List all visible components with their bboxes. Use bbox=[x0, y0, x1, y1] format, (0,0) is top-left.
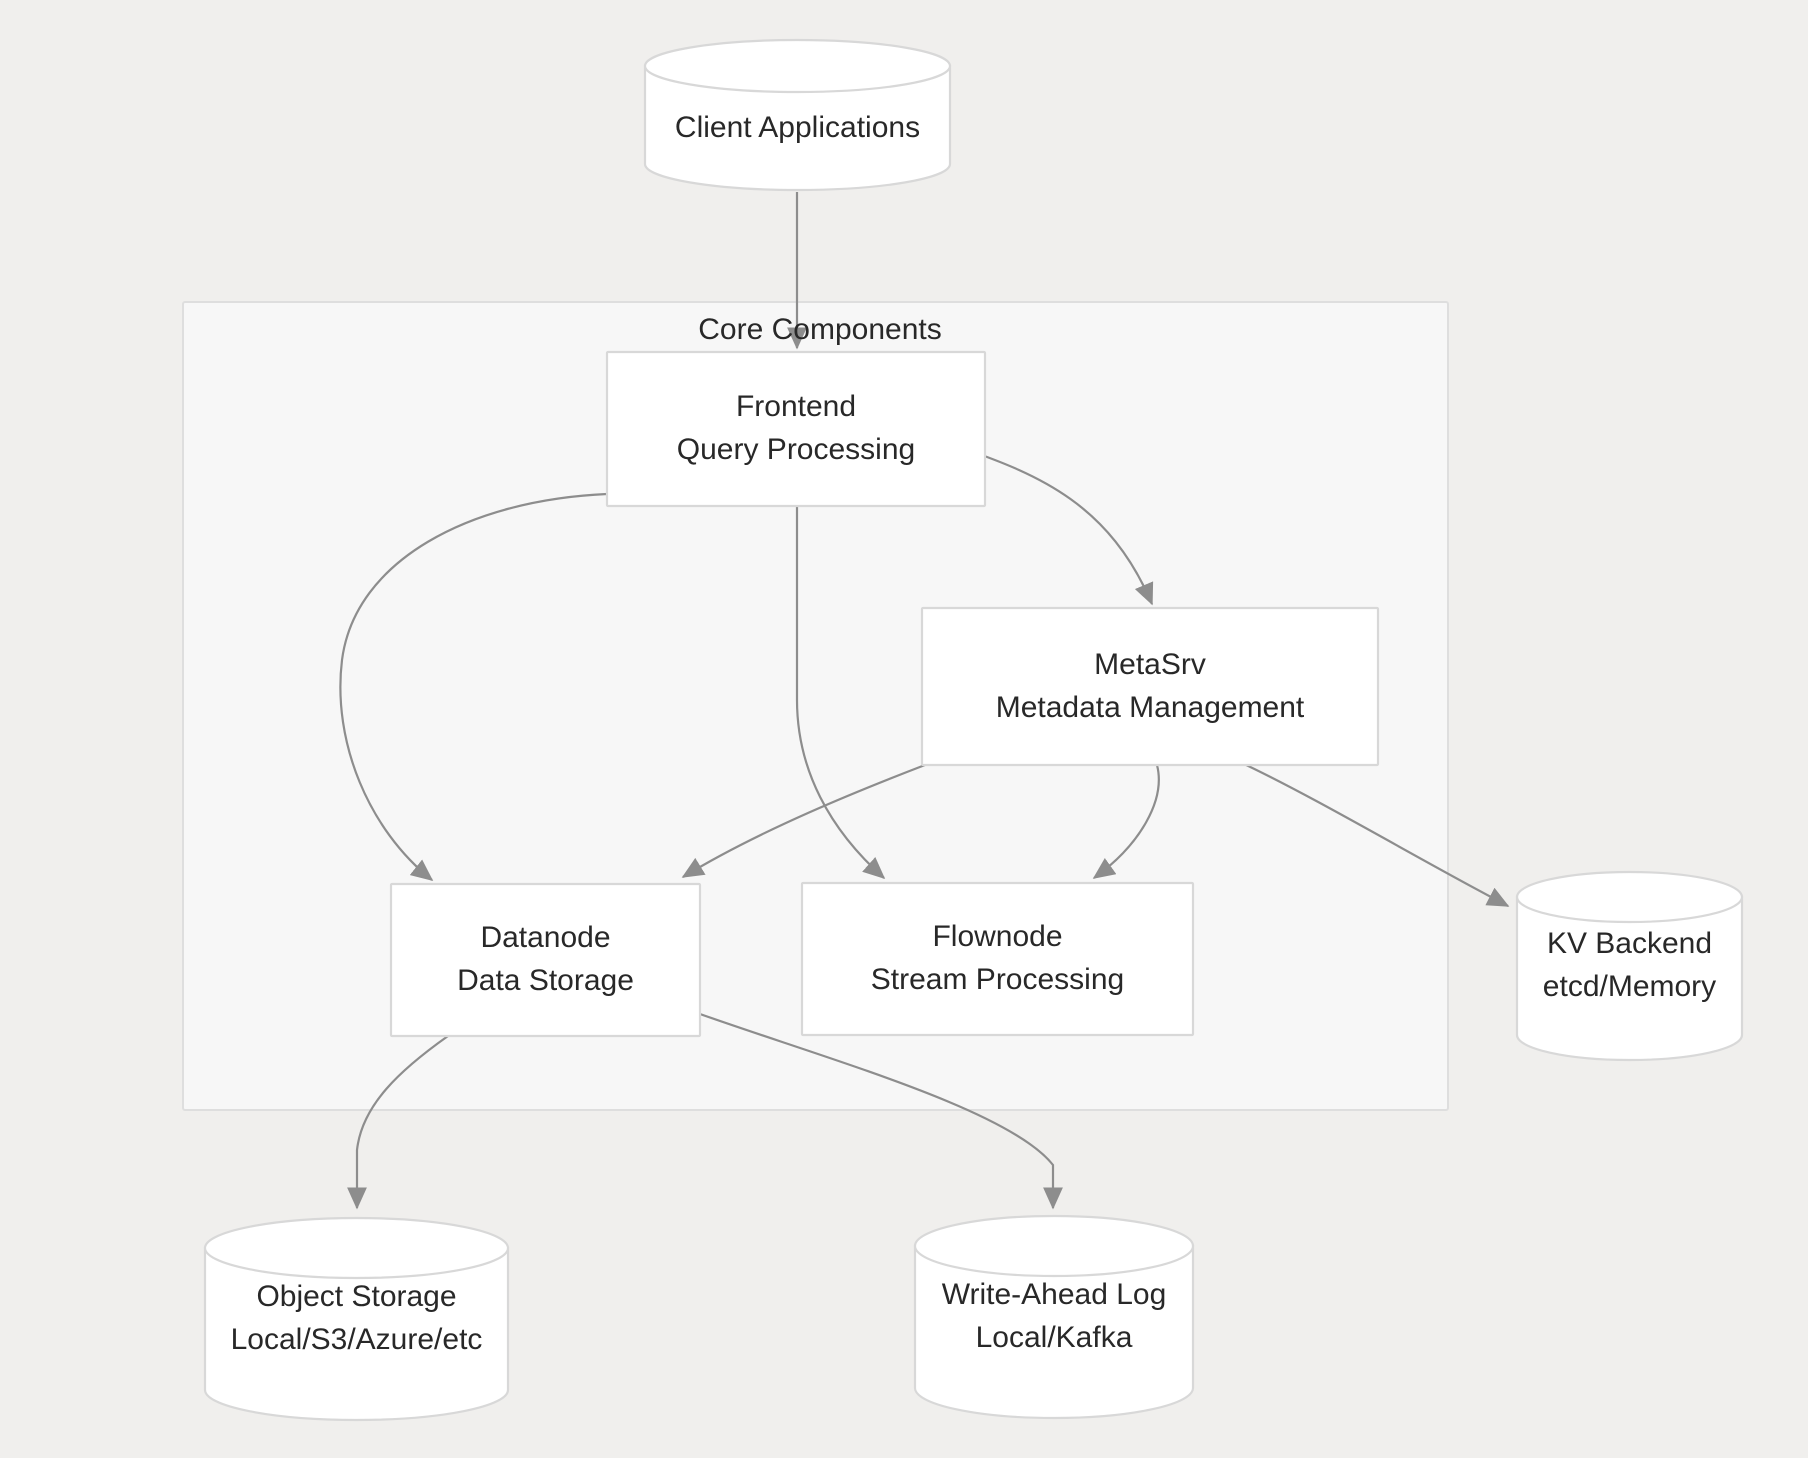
node-shape-client bbox=[643, 38, 952, 192]
node-shape-metasrv bbox=[920, 606, 1380, 767]
node-shape-datanode bbox=[389, 882, 702, 1038]
node-shape-kv-backend bbox=[1515, 870, 1744, 1062]
edge-frontend-to-datanode bbox=[339, 492, 608, 881]
edge-datanode-to-object-storage bbox=[347, 1035, 449, 1210]
edge-datanode-to-wal bbox=[699, 1012, 1063, 1210]
cluster-title-core-components: Core Components bbox=[698, 313, 942, 346]
edge-metasrv-to-datanode bbox=[681, 763, 926, 878]
node-shape-object-storage bbox=[203, 1216, 510, 1422]
node-shape-flownode bbox=[800, 881, 1195, 1037]
edge-frontend-to-metasrv bbox=[961, 446, 1154, 606]
node-shape-wal bbox=[913, 1214, 1195, 1420]
edge-metasrv-to-kv-backend bbox=[1241, 762, 1510, 907]
node-shape-frontend bbox=[605, 350, 987, 508]
edge-metasrv-to-flownode bbox=[1092, 764, 1160, 879]
edge-frontend-to-flownode bbox=[795, 506, 886, 880]
